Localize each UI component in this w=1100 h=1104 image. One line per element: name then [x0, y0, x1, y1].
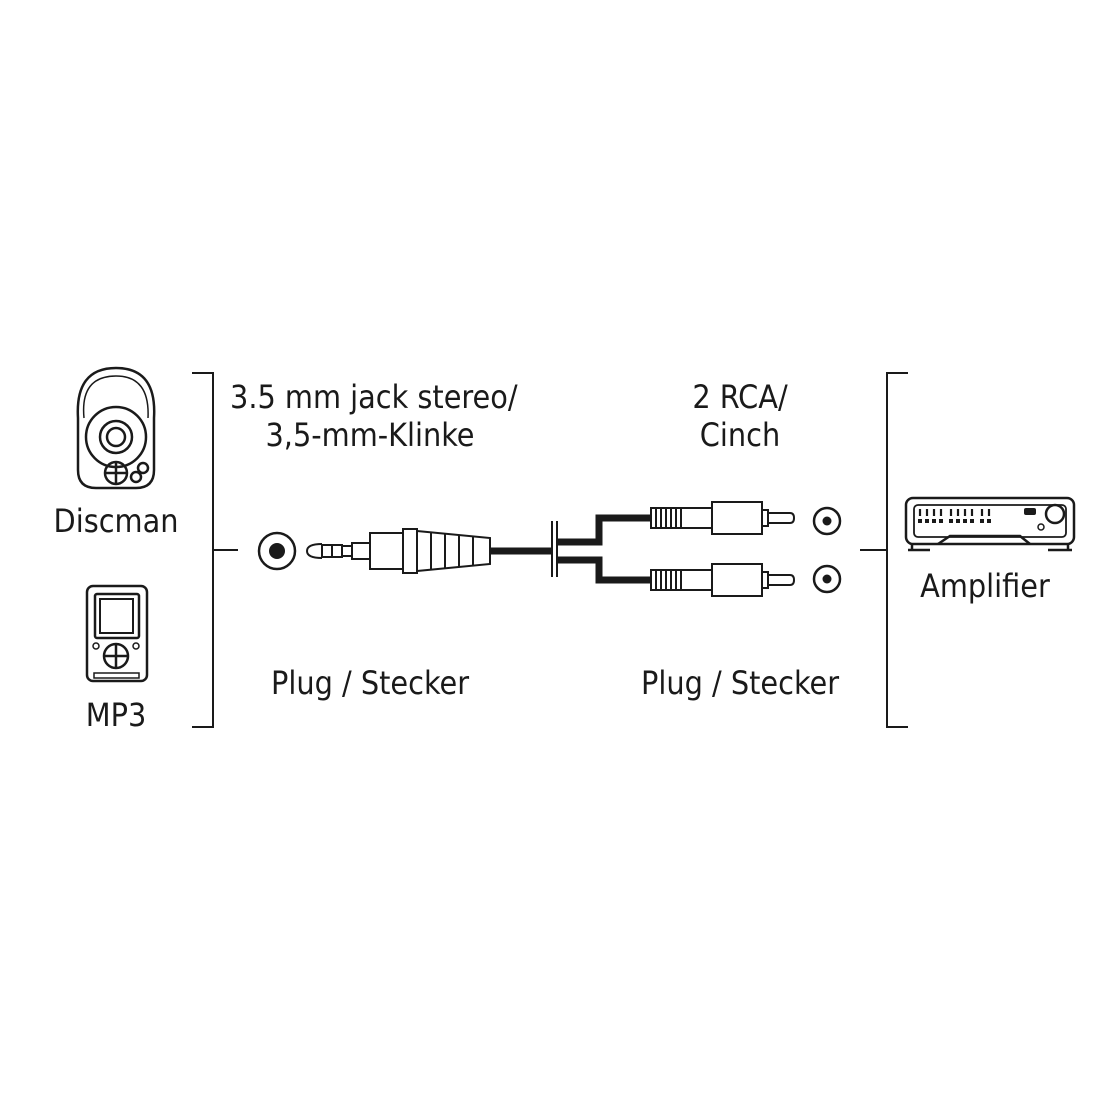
right-connector-title-line1: 2 RCA/	[692, 378, 788, 416]
discman-label: Discman	[53, 502, 179, 540]
left-bracket	[192, 372, 238, 728]
right-connector-title-line2: Cinch	[699, 416, 781, 454]
amplifier-display-dots	[918, 508, 1036, 523]
amplifier-label: Amplifier	[920, 567, 1050, 605]
cable	[490, 514, 651, 584]
left-connector-title-line1: 3.5 mm jack stereo/	[230, 378, 518, 416]
mp3-label: MP3	[85, 696, 147, 734]
right-bracket	[860, 372, 908, 728]
right-plug-label: Plug / Stecker	[640, 664, 840, 702]
rca-plug-top	[650, 501, 796, 535]
jack-plug	[305, 528, 491, 574]
mp3-player-icon	[85, 584, 149, 683]
jack-socket-icon	[257, 531, 297, 571]
discman-icon	[76, 366, 156, 490]
amplifier-icon	[904, 496, 1076, 552]
left-connector-title-line2: 3,5-mm-Klinke	[265, 416, 475, 454]
rca-socket-icon	[812, 506, 842, 594]
rca-plug-bottom	[650, 563, 796, 597]
amplifier-display-ticks	[918, 509, 991, 516]
left-plug-label: Plug / Stecker	[270, 664, 470, 702]
